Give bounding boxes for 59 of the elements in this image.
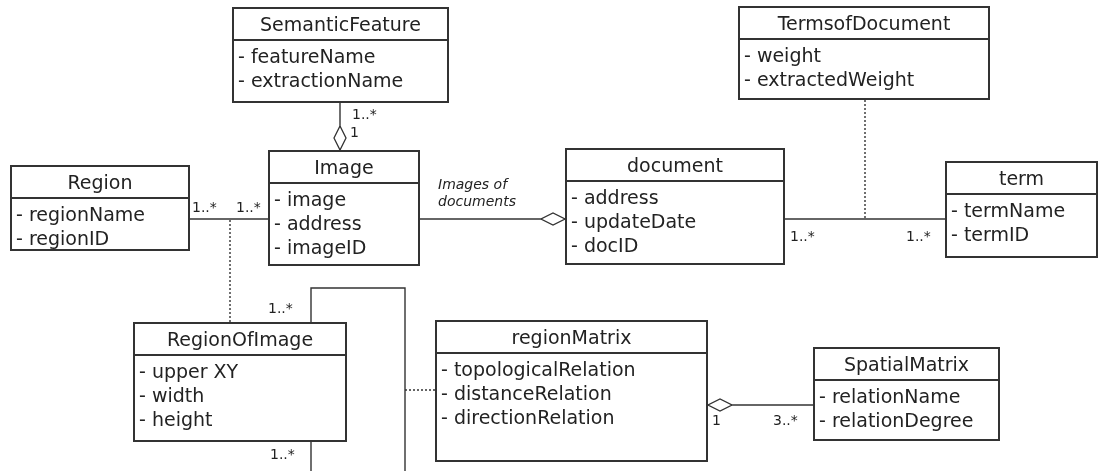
attribute-text: - featureName [238,44,376,68]
multiplicity-label: 1..* [236,199,261,215]
association-line [784,218,946,220]
dotted-connector [404,389,436,391]
attribute-text: - address [274,211,362,235]
attribute-text: - image [274,187,347,211]
aggregation-line [419,212,566,226]
class-name: document [567,150,783,182]
class-name: SemanticFeature [234,9,447,41]
attribute-text: - extractedWeight [744,67,915,91]
class-box [133,322,347,442]
multiplicity-label: 1..* [268,300,293,316]
attribute-text: - height [139,407,213,431]
attribute-text: - extractionName [238,68,404,92]
multiplicity-label: 1..* [906,228,931,244]
association-line [310,287,406,471]
class-name: Image [270,152,418,184]
class-name: TermsofDocument [740,8,988,40]
attribute-text: - relationName [819,384,961,408]
attribute-text: - distanceRelation [441,381,612,405]
multiplicity-label: 1..* [192,199,217,215]
aggregation-line [707,398,814,412]
attribute-text: - address [571,185,659,209]
multiplicity-label: 1..* [270,446,295,462]
attribute-text: - upper XY [139,359,239,383]
attribute-text: - imageID [274,235,367,259]
dotted-connector [864,99,866,220]
class-box [268,150,420,266]
multiplicity-label: 1 [712,412,721,428]
class-box [945,161,1098,258]
multiplicity-label: 1..* [790,228,815,244]
dotted-connector [229,218,231,323]
attribute-text: - width [139,383,205,407]
aggregation-line [333,102,347,151]
class-name: Region [12,167,188,199]
attribute-text: - termID [951,222,1030,246]
class-name: regionMatrix [437,322,706,354]
attribute-text: - regionID [16,226,110,250]
class-name: RegionOfImage [135,324,345,356]
class-box [435,320,708,462]
attribute-text: - termName [951,198,1066,222]
attribute-text: - regionName [16,202,146,226]
attribute-text: - weight [744,43,821,67]
class-box [813,347,1000,441]
class-box [738,6,990,100]
attribute-text: - directionRelation [441,405,615,429]
multiplicity-label: 1..* [352,106,377,122]
class-name: term [947,163,1096,195]
attribute-text: - topologicalRelation [441,357,636,381]
class-box [565,148,785,265]
association-line [189,218,269,220]
attribute-text: - docID [571,233,639,257]
class-name: SpatialMatrix [815,349,998,381]
multiplicity-label: 3..* [773,412,798,428]
multiplicity-label: 1 [350,124,359,140]
attribute-text: - relationDegree [819,408,974,432]
attribute-text: - updateDate [571,209,697,233]
class-box [10,165,190,251]
class-box [232,7,449,103]
